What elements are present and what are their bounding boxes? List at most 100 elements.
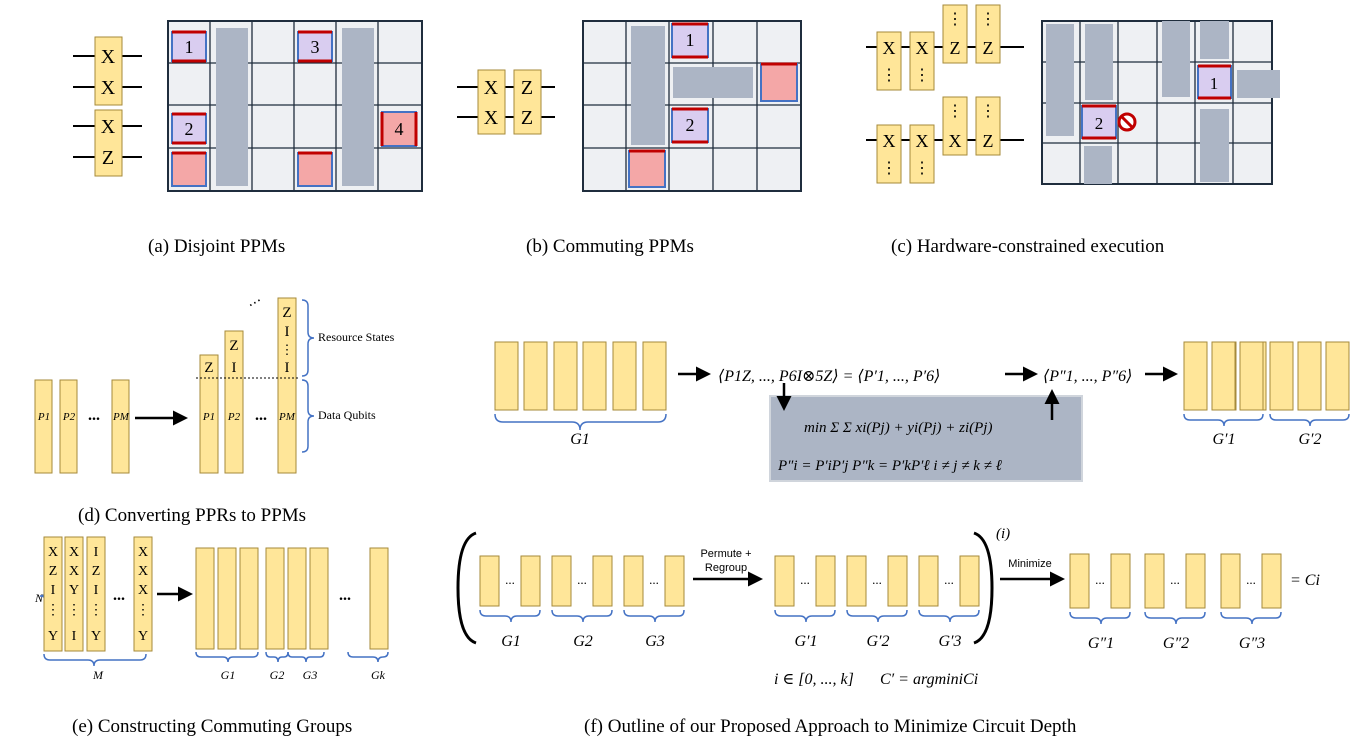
gate-letter: X [101, 116, 116, 138]
gate-letter: X [949, 131, 962, 151]
patch-label: 2 [185, 119, 194, 139]
svg-text:X: X [48, 545, 58, 560]
group-label: G2 [573, 633, 593, 650]
routing-patch [216, 28, 248, 186]
ellipsis: ... [255, 407, 267, 424]
panel-c-grid: 1 2 [1041, 20, 1280, 185]
ellipsis: ... [339, 587, 351, 604]
panel-pipeline: G1 ⟨P1Z, ..., P6I⊗5Z⟩ = ⟨P′1, ..., P′6⟩ … [494, 341, 1267, 482]
panel-a-grid: 1 3 2 4 [167, 20, 423, 192]
svg-text:Y: Y [138, 629, 148, 644]
svg-text:⋮: ⋮ [67, 603, 81, 618]
svg-text:Z: Z [229, 338, 238, 354]
arrow-label: Regroup [705, 562, 747, 574]
svg-text:I: I [51, 583, 56, 598]
svg-text:X: X [138, 564, 148, 579]
patch-label: 3 [311, 37, 320, 57]
caption-b: (b) Commuting PPMs [526, 236, 694, 257]
panel-f: (i) ... ... ... G1 G2 G3 Permute + Regro… [456, 526, 1320, 688]
gate-letter: Z [521, 77, 533, 99]
formula: min Σ Σ xi(Pj) + yi(Pj) + zi(Pj) [804, 420, 992, 436]
gate-letter: X [916, 38, 929, 58]
gate-letter: Z [983, 131, 994, 151]
group-label: G′3 [938, 633, 961, 650]
group-label: G1 [570, 431, 590, 448]
routing-patch [342, 28, 374, 186]
group-label: G′2 [1298, 431, 1321, 448]
gate-letter: Z [521, 107, 533, 129]
blocked-icon [1117, 112, 1137, 132]
brace-label: Resource States [318, 330, 395, 344]
group-label: G2 [270, 668, 285, 682]
gate-letter: X [101, 46, 116, 68]
iteration-label: (i) [996, 526, 1010, 542]
svg-text:I: I [232, 360, 237, 376]
svg-text:⋮: ⋮ [136, 603, 150, 618]
formula: ⟨P″1, ..., P″6⟩ [1043, 368, 1132, 385]
svg-text:Z: Z [204, 360, 213, 376]
gate-letter: X [101, 77, 116, 99]
svg-text:Y: Y [48, 629, 58, 644]
svg-text:X: X [69, 564, 79, 579]
n-label: N [34, 591, 44, 605]
m-label: M [92, 668, 104, 682]
svg-text:I: I [94, 545, 99, 560]
formula: ⟨P1Z, ..., P6I⊗5Z⟩ = ⟨P′1, ..., P′6⟩ [718, 368, 940, 385]
result-label: = Ci [1290, 572, 1320, 589]
data-label: P2 [62, 411, 76, 423]
gate-letter: X [883, 131, 896, 151]
formula: P″i = P′iP′j P″k = P′kP′ℓ i ≠ j ≠ k ≠ ℓ [777, 458, 1002, 474]
ellipsis: ... [944, 572, 954, 587]
data-label: PM [278, 411, 296, 423]
arrow-label: Minimize [1008, 558, 1051, 570]
caption-f: (f) Outline of our Proposed Approach to … [584, 716, 1077, 737]
panel-b-grid: 1 2 [582, 20, 802, 192]
patch-label: 2 [686, 115, 695, 135]
gate-letter: ⋮ [947, 103, 963, 120]
ellipsis: ... [1170, 572, 1180, 587]
group-label: G′1 [1212, 431, 1235, 448]
gate-xz [94, 109, 123, 177]
gate-letter: Z [102, 147, 114, 169]
ellipsis: ... [1095, 572, 1105, 587]
patch-label: 1 [1210, 74, 1219, 93]
footer-formula: C′ = argminiCi [880, 671, 978, 688]
gate-letter: ⋮ [914, 67, 930, 84]
svg-text:X: X [69, 545, 79, 560]
gate-letter: X [484, 77, 499, 99]
data-label: P1 [37, 411, 50, 423]
svg-text:I: I [285, 360, 290, 376]
gate-letter: X [484, 107, 499, 129]
gate-letter: ⋮ [914, 160, 930, 177]
ellipsis: ... [872, 572, 882, 587]
brace-label: Data Qubits [318, 408, 376, 422]
gate-xx [94, 36, 123, 106]
patch-label: 2 [1095, 114, 1104, 133]
ellipsis: ... [577, 572, 587, 587]
ellipsis: ... [505, 572, 515, 587]
group-label: G3 [303, 668, 318, 682]
panel-c-circuits: X ⋮ X ⋮ ⋮ Z ⋮ Z X ⋮ X ⋮ ⋮ X ⋮ Z [866, 4, 1024, 184]
svg-text:I: I [285, 324, 290, 340]
svg-text:Z: Z [92, 564, 101, 579]
svg-text:X: X [138, 545, 148, 560]
ellipsis: ... [649, 572, 659, 587]
patch-label: 1 [185, 37, 194, 57]
panel-pipeline-out: G′1 G′2 [1183, 341, 1350, 448]
gate-letter: ⋮ [881, 67, 897, 84]
data-label: P2 [227, 411, 241, 423]
panel-b-circuit: X X Z Z [457, 69, 555, 135]
footer-formula: i ∈ [0, ..., k] [774, 671, 854, 688]
group-label: G1 [221, 668, 236, 682]
group-label: G3 [645, 633, 665, 650]
data-label: P1 [202, 411, 215, 423]
caption-c: (c) Hardware-constrained execution [891, 236, 1165, 257]
panel-d: P1 P2 PM ... Z Z I Z I ⋮ I ⋯ P1 P2 PM ..… [34, 293, 395, 474]
group-label: Gk [371, 668, 386, 682]
ellipsis: ... [88, 407, 100, 424]
panel-e: N XZI⋮Y XXY⋮I IZI⋮Y XXX⋮Y ... M ... G1 [34, 536, 389, 682]
svg-text:Z: Z [282, 305, 291, 321]
svg-text:⋯: ⋯ [245, 293, 265, 313]
svg-text:⋮: ⋮ [46, 603, 60, 618]
